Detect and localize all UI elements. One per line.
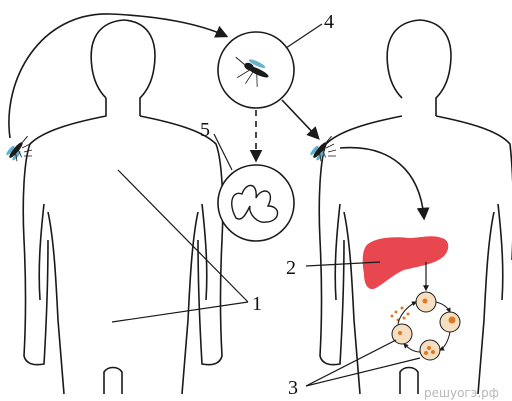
leader-line-3a — [306, 340, 396, 386]
label-5: 5 — [200, 119, 210, 141]
parasite-dot — [398, 331, 402, 335]
label-1: 1 — [252, 293, 262, 315]
parasite-dot — [431, 350, 435, 354]
erythrocyte-cycle — [391, 292, 461, 360]
label-2: 2 — [286, 257, 296, 279]
label-4: 4 — [324, 11, 334, 33]
parasite-dot — [423, 299, 428, 304]
watermark: решуогэ.рф — [424, 386, 499, 400]
bite-mark-right — [326, 144, 336, 156]
leader-line-5 — [214, 134, 232, 170]
arrow-to-right-host — [282, 100, 318, 138]
oocyst-stage-circle — [218, 165, 294, 241]
parasite-dot — [449, 317, 456, 324]
cycle-arrow — [436, 302, 450, 312]
human-figure-right — [319, 20, 512, 394]
label-3: 3 — [288, 377, 298, 399]
parasite-dot — [424, 351, 428, 355]
human-figure-left — [23, 20, 223, 394]
arrow-to-liver — [340, 148, 424, 218]
cycle-arrow — [404, 344, 420, 352]
arrow-to-mosquito-circle — [9, 14, 226, 138]
leader-line-4 — [286, 24, 322, 48]
leader-line-1b — [112, 302, 248, 322]
red-cell — [420, 340, 440, 360]
parasite-dot — [427, 346, 431, 350]
cycle-arrow — [440, 332, 450, 350]
